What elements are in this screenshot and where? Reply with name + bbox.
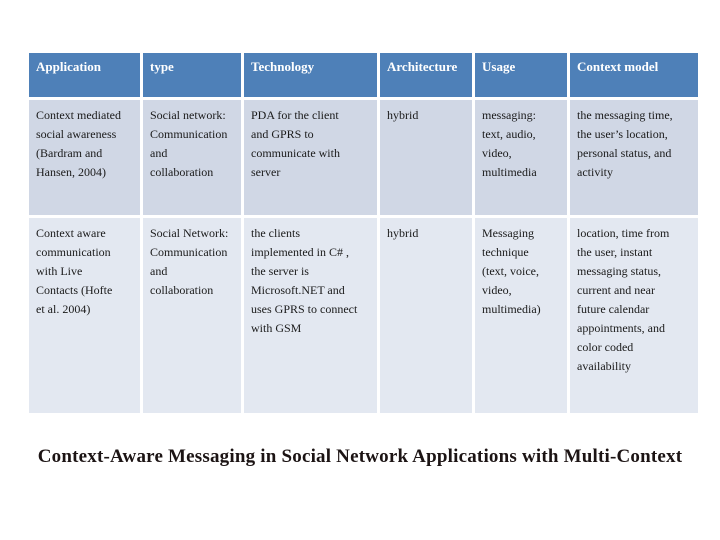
table-header-row: Application type Technology Architecture…	[29, 53, 698, 97]
comparison-table: Application type Technology Architecture…	[26, 50, 701, 416]
column-header-architecture: Architecture	[380, 53, 472, 97]
cell-technology: PDA for the client and GPRS to communica…	[244, 100, 377, 215]
cell-technology: the clients implemented in C# , the serv…	[244, 218, 377, 413]
table-row: Context mediated social awareness (Bardr…	[29, 100, 698, 215]
cell-application: Context mediated social awareness (Bardr…	[29, 100, 140, 215]
column-header-technology: Technology	[244, 53, 377, 97]
cell-usage: Messaging technique (text, voice, video,…	[475, 218, 567, 413]
cell-application: Context aware communication with Live Co…	[29, 218, 140, 413]
cell-type: Social network: Communication and collab…	[143, 100, 241, 215]
cell-context-model: location, time from the user, instant me…	[570, 218, 698, 413]
cell-architecture: hybrid	[380, 218, 472, 413]
column-header-usage: Usage	[475, 53, 567, 97]
cell-usage: messaging: text, audio, video, multimedi…	[475, 100, 567, 215]
column-header-application: Application	[29, 53, 140, 97]
column-header-type: type	[143, 53, 241, 97]
column-header-context-model: Context model	[570, 53, 698, 97]
slide-caption: Context-Aware Messaging in Social Networ…	[37, 446, 683, 467]
table-row: Context aware communication with Live Co…	[29, 218, 698, 413]
cell-context-model: the messaging time, the user’s location,…	[570, 100, 698, 215]
cell-architecture: hybrid	[380, 100, 472, 215]
cell-type: Social Network: Communication and collab…	[143, 218, 241, 413]
